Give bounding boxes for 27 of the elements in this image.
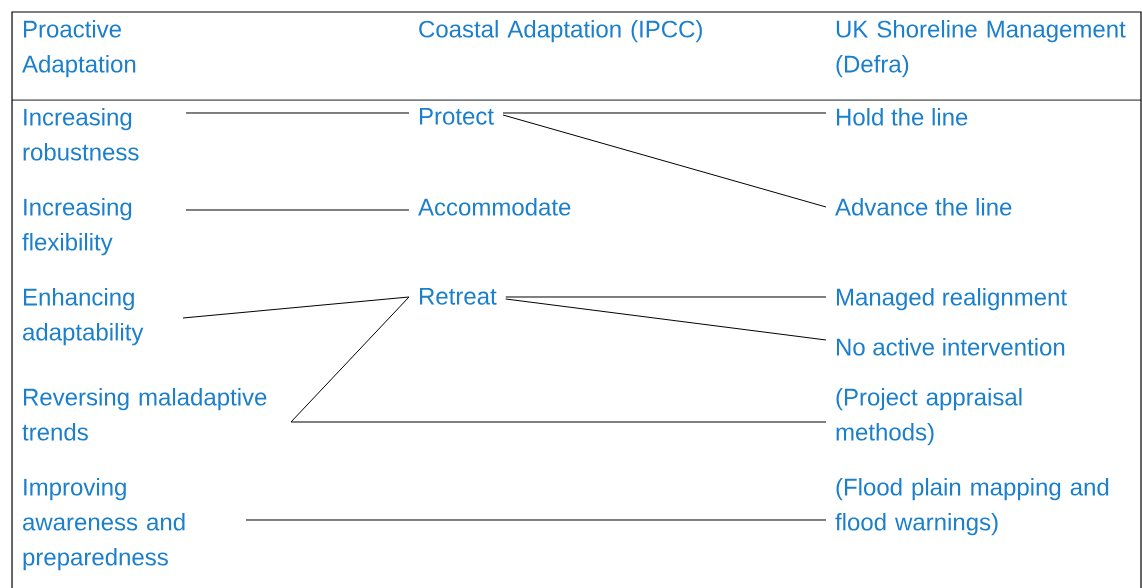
connector-line (185, 209, 410, 211)
cell-text: Advance the line (835, 198, 1012, 216)
column-header: UK Shoreline Management (Defra) (836, 20, 1126, 78)
cell-text: Managed realignment (837, 288, 1067, 311)
cell-text: Increasing flexibility (22, 198, 132, 256)
connector-line (505, 296, 827, 298)
cell-text: Enhancing adaptability (23, 288, 144, 346)
cell-text: Accommodate (418, 198, 571, 216)
cell-text: Protect (420, 108, 494, 125)
cell-text: Retreat (420, 288, 497, 305)
cell-text: Hold the line (837, 108, 968, 126)
cell-text: Increasing robustness (23, 108, 139, 161)
connector-line (290, 421, 827, 423)
cell-text: (Project appraisal methods) (836, 388, 1022, 446)
column-header: Coastal Adaptation (IPCC) (419, 20, 702, 43)
connector-line (245, 519, 827, 521)
cell-text: Improving awareness and preparedness (23, 478, 185, 571)
cell-text: No active intervention (837, 338, 1065, 356)
connector-line (290, 296, 410, 423)
connector-line (502, 112, 827, 114)
cell-text: (Flood plain mapping and flood warnings) (835, 478, 1109, 536)
column-header: Proactive Adaptation (22, 20, 136, 78)
connector-line (502, 114, 827, 208)
cell-text: Reversing maladaptive trends (22, 388, 267, 441)
connector-line (505, 298, 827, 341)
connector-line (185, 112, 410, 114)
connector-line (182, 296, 410, 319)
